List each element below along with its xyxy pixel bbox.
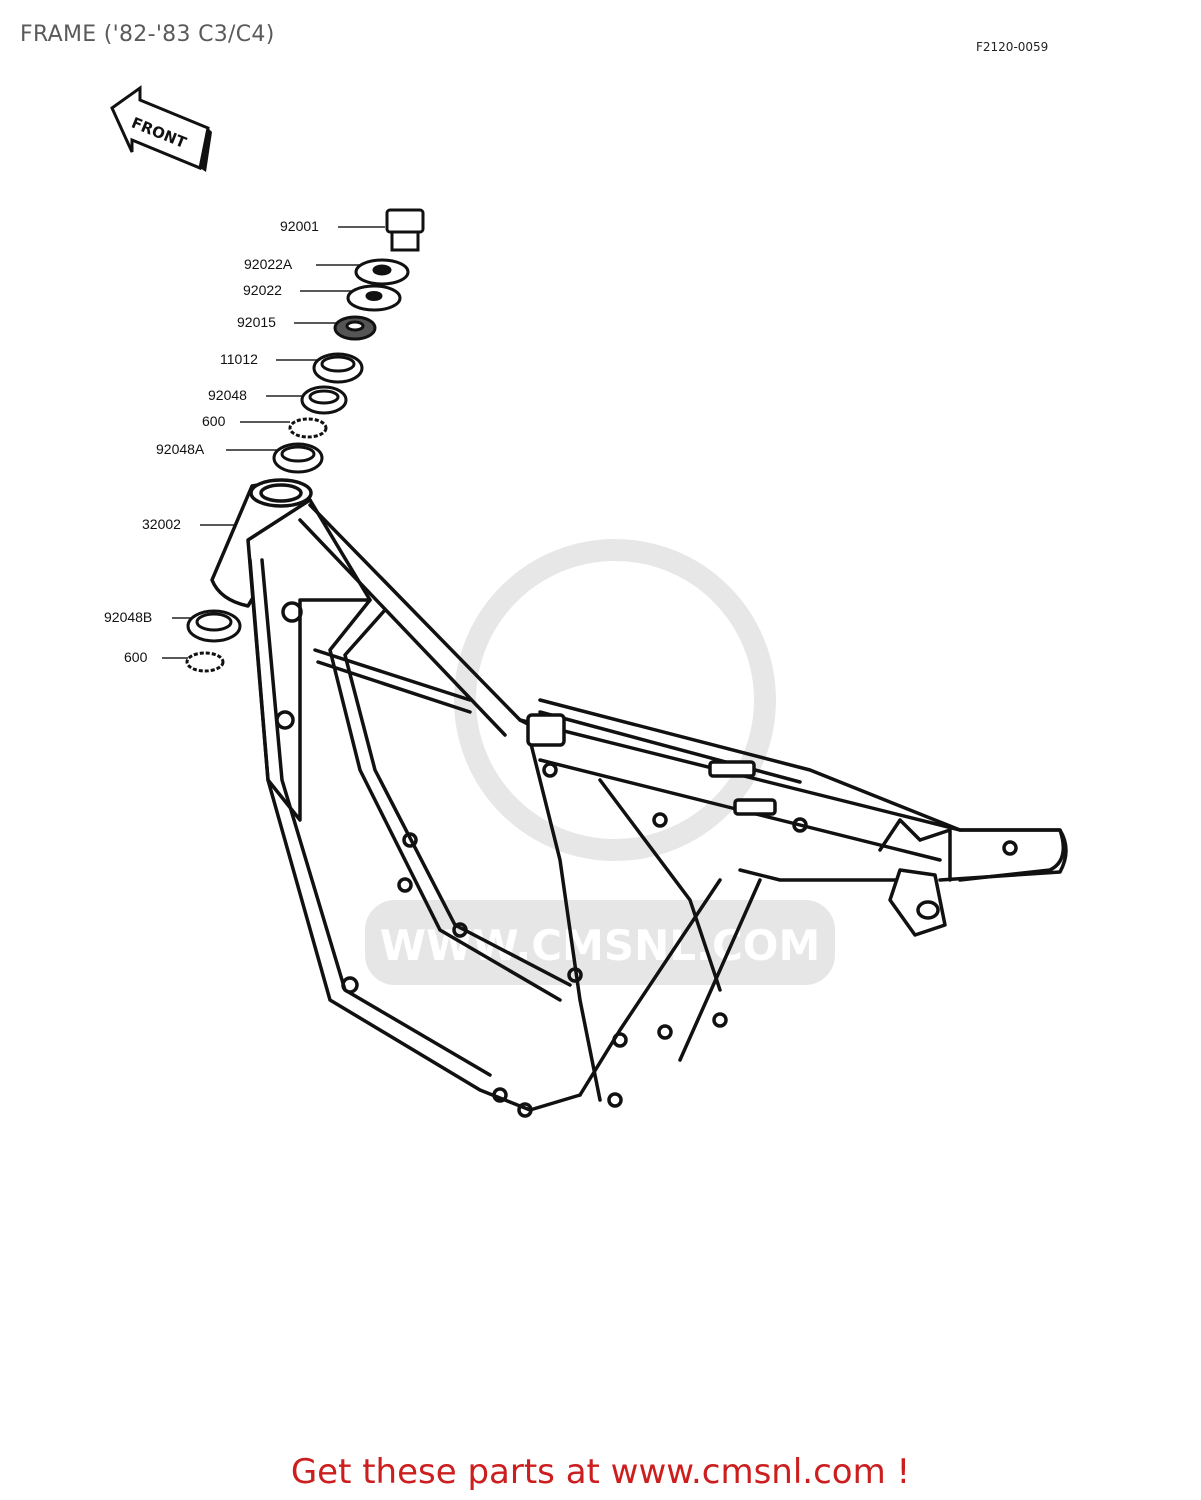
part-label[interactable]: 11012 [220,351,258,367]
diagram-code: F2120-0059 [976,40,1049,54]
part-label[interactable]: 32002 [142,516,181,532]
part-label[interactable]: 600 [202,413,226,429]
page-title: FRAME ('82-'83 C3/C4) [20,22,275,47]
ring-11012 [312,352,364,384]
frame-32002 [210,478,1068,1118]
part-label[interactable]: 92048 [208,387,247,403]
bolt-92001 [385,208,425,252]
part-label[interactable]: 92022A [244,256,293,272]
get-parts-link[interactable]: Get these parts at www.cmsnl.com ! [290,1452,911,1492]
race-92048A [272,442,324,474]
leader-lines [162,226,385,659]
part-label[interactable]: 92022 [243,282,282,298]
part-label[interactable]: 92048A [156,441,205,457]
ring-600-lower [185,651,225,673]
race-92048B [186,609,242,643]
part-label[interactable]: 92048B [104,609,153,625]
ring-600 [288,417,328,439]
front-arrow-icon: FRONT [110,85,212,172]
washer-92022A [354,258,410,286]
steering-parts [185,208,425,673]
watermark-text: WWW.CMSNL.COM [380,921,821,970]
washer-92022 [346,284,402,312]
nut-92015 [333,315,377,341]
part-label[interactable]: 92001 [280,218,319,234]
part-label[interactable]: 600 [124,649,148,665]
part-label[interactable]: 92015 [237,314,276,330]
watermark-logo: WWW.CMSNL.COM [365,539,835,985]
bearing-92048 [300,385,348,415]
